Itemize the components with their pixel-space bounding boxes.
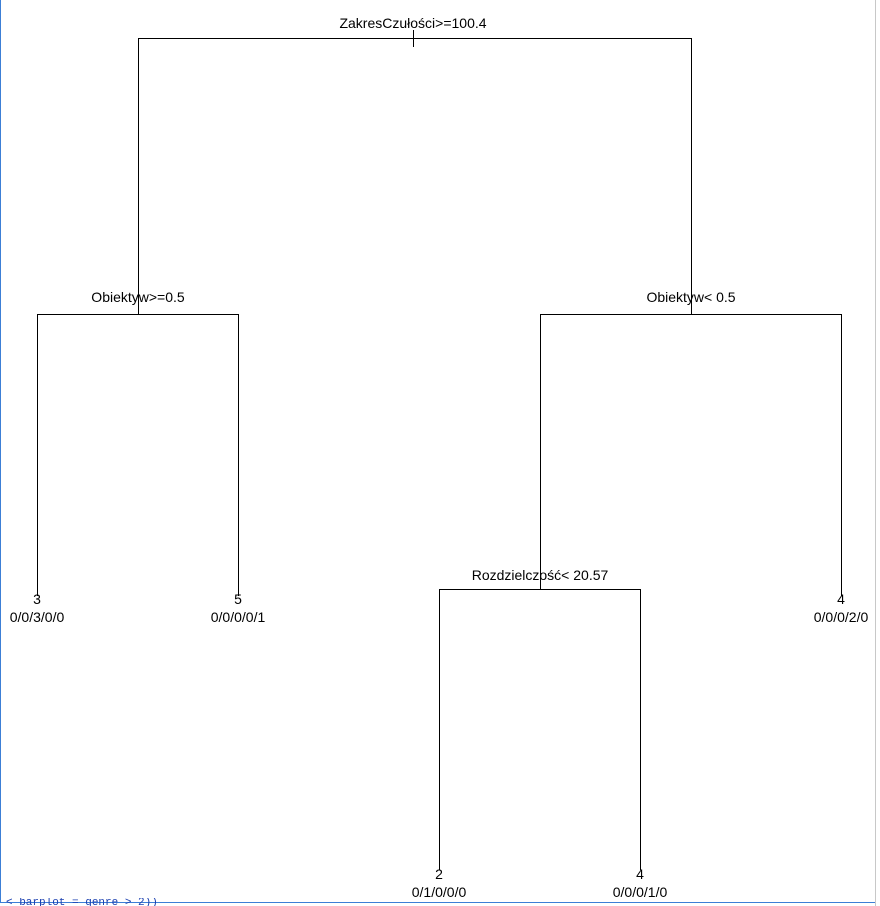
leaf-class: 4	[837, 591, 845, 607]
leaf-counts: 0/1/0/0/0	[411, 884, 467, 900]
leaf-class: 3	[33, 591, 41, 607]
right-split-bracket	[540, 314, 842, 596]
rightleft-split-bracket	[439, 589, 641, 870]
left-split-label: Obiektyw>=0.5	[91, 289, 185, 305]
leaf-class: 5	[234, 591, 242, 607]
leaf-class: 4	[636, 866, 644, 882]
background-window-edge	[875, 0, 880, 906]
background-console-text: < barplot = genre > 2))	[6, 898, 158, 906]
leaf-counts: 0/0/0/2/0	[813, 609, 869, 625]
leaf-class: 2	[435, 866, 443, 882]
root-split-label: ZakresCzułości>=100.4	[339, 15, 487, 31]
leaf-counts: 0/0/0/0/1	[210, 609, 266, 625]
rightleft-split-label: Rozdzielczość< 20.57	[471, 567, 609, 583]
left-split-bracket	[37, 314, 239, 596]
leaf-counts: 0/0/0/1/0	[612, 884, 668, 900]
leaf-counts: 0/0/3/0/0	[9, 609, 65, 625]
right-split-label: Obiektyw< 0.5	[646, 289, 736, 305]
root-split-bracket	[138, 38, 692, 314]
